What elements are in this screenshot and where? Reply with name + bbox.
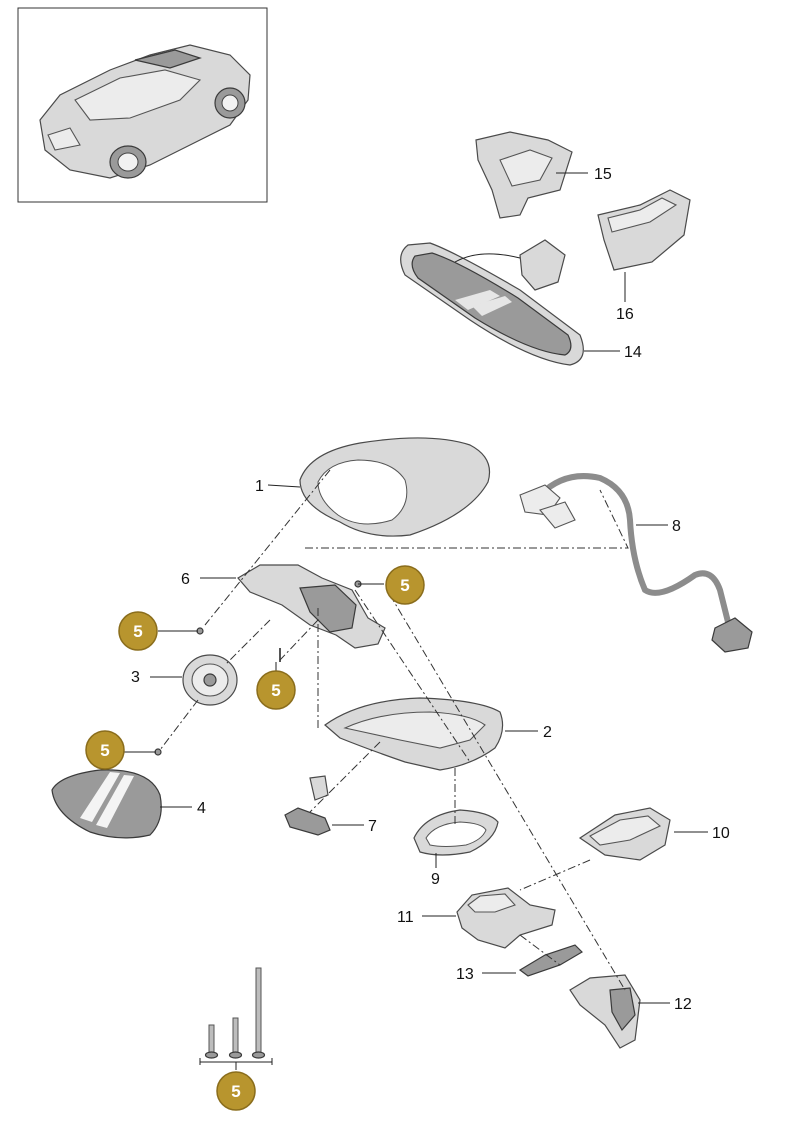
label-16: 16 (616, 306, 634, 323)
part-2-mirror-housing (324, 697, 538, 771)
badges-part-5: 5 5 5 5 5 (85, 565, 425, 1111)
badge-5-lower-left: 5 (85, 730, 156, 770)
label-1: 1 (255, 478, 264, 495)
label-11: 11 (397, 909, 414, 926)
label-12: 12 (674, 996, 692, 1013)
callout-labels: 1 2 3 4 6 7 8 9 10 11 12 13 14 15 16 (131, 166, 730, 1013)
label-9: 9 (431, 871, 440, 888)
part-6-mirror-base (200, 564, 386, 649)
screw-set (199, 967, 273, 1070)
part-10-trim (578, 807, 708, 861)
part-3-adjustment-motor (150, 654, 238, 706)
part-12-bracket (569, 974, 670, 1049)
badge-label: 5 (231, 1082, 240, 1101)
label-8: 8 (672, 518, 681, 535)
label-3: 3 (131, 669, 140, 686)
label-13: 13 (456, 966, 474, 983)
assembly-lines (159, 469, 629, 991)
part-13-seal (482, 944, 583, 977)
vehicle-overview-thumbnail (17, 7, 268, 203)
part-1-mirror-cap (267, 437, 491, 537)
badge-5-bottom: 5 (216, 1071, 256, 1111)
badge-label: 5 (100, 741, 109, 760)
badge-label: 5 (400, 576, 409, 595)
part-7-puddle-light (284, 775, 364, 836)
label-15: 15 (594, 166, 612, 183)
part-14-rearview-mirror (400, 239, 620, 366)
label-14: 14 (624, 344, 642, 361)
part-9-frame (413, 809, 499, 868)
label-2: 2 (543, 724, 552, 741)
label-10: 10 (712, 825, 730, 842)
part-16-cover (597, 189, 691, 302)
label-4: 4 (197, 800, 206, 817)
label-7: 7 (368, 818, 377, 835)
part-15-mount-cover (475, 131, 588, 219)
badge-label: 5 (271, 681, 280, 700)
part-8-wiring-harness (519, 473, 753, 653)
badge-5-upper-right: 5 (358, 565, 425, 605)
label-6: 6 (181, 571, 190, 588)
badge-5-left: 5 (118, 611, 198, 651)
badge-5-center: 5 (256, 662, 296, 710)
badge-label: 5 (133, 622, 142, 641)
part-4-mirror-glass (51, 769, 192, 839)
part-11-base-trim (422, 887, 556, 949)
